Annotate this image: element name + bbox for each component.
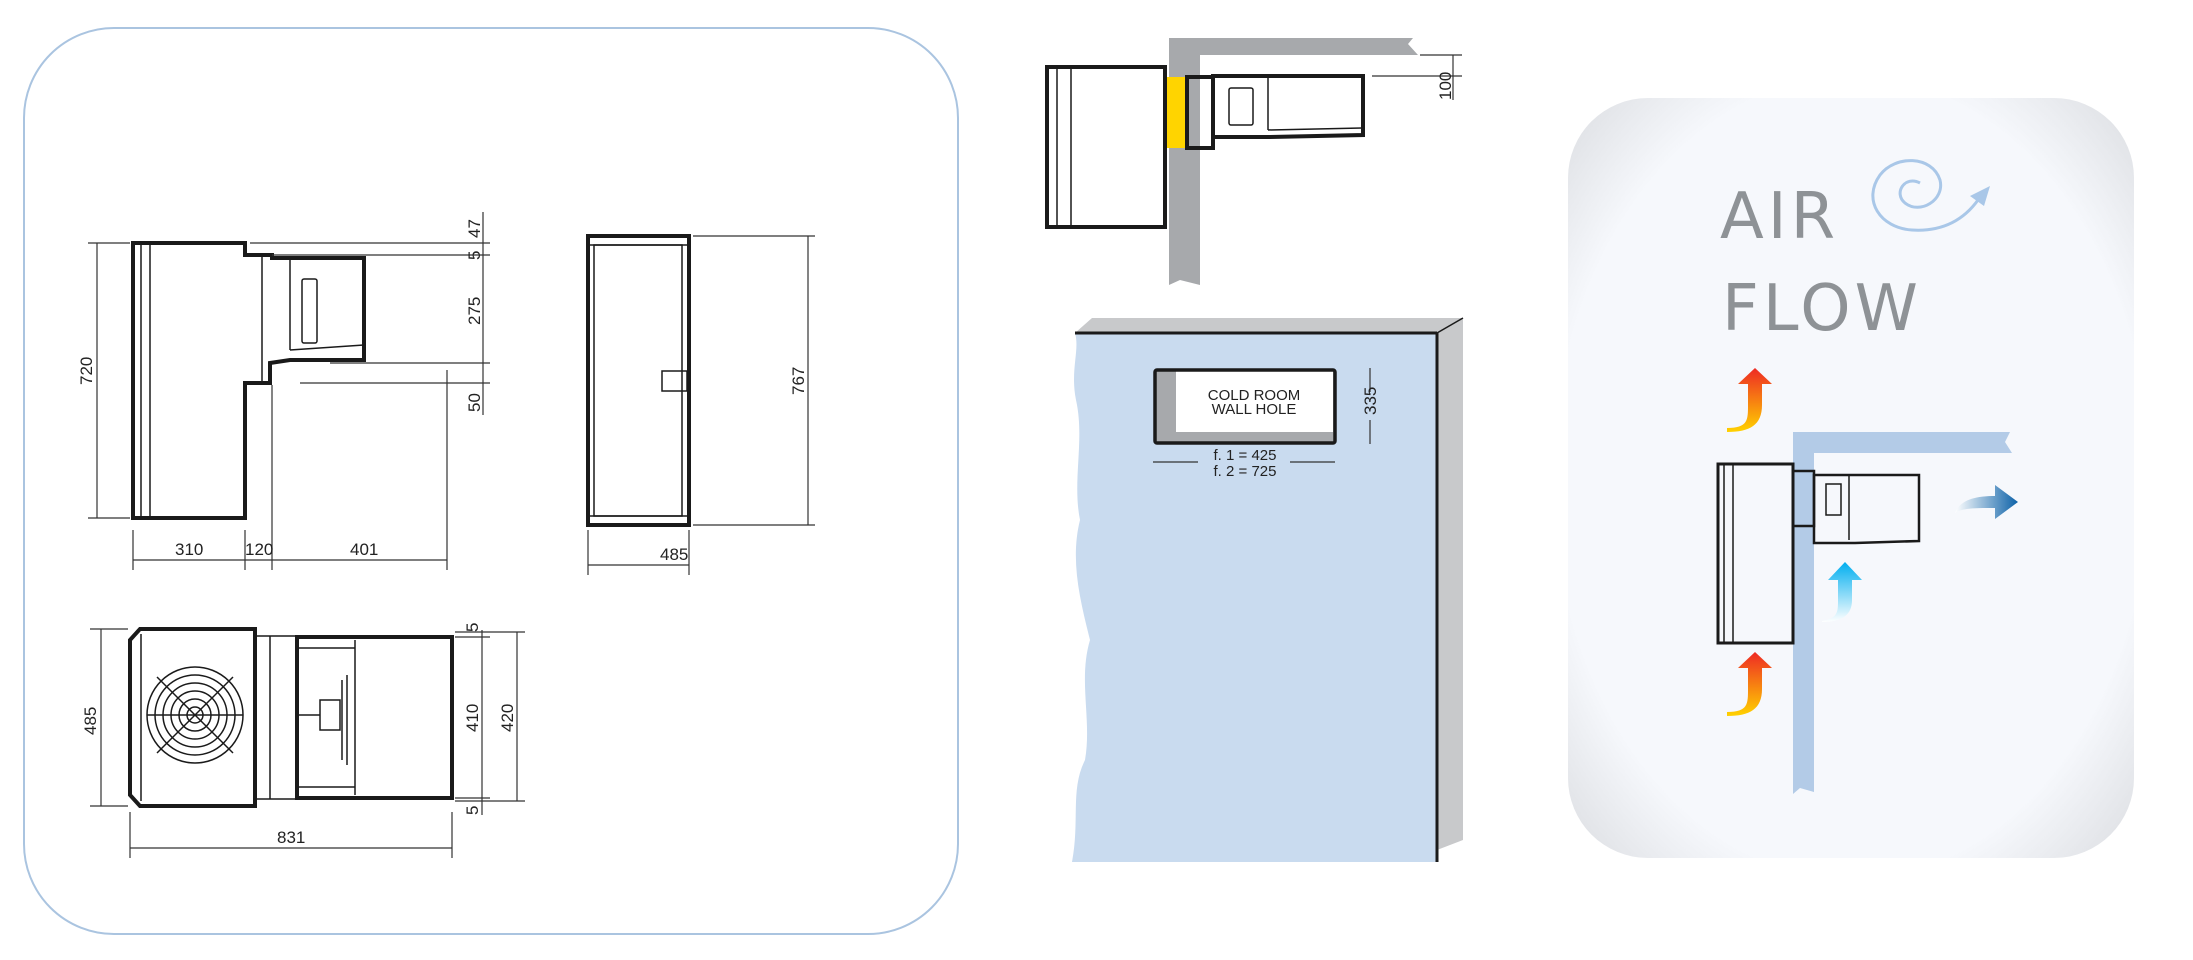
dim-335: 335 xyxy=(1361,387,1380,415)
airflow-title-line2: FLOW xyxy=(1722,272,1922,346)
dim-depth-401: 401 xyxy=(350,540,378,559)
dim-275: 275 xyxy=(465,297,484,325)
wall-mount-section: 100 xyxy=(1045,38,1462,285)
dim-47: 47 xyxy=(465,219,484,238)
cold-air-arrow-icon xyxy=(1955,485,2018,519)
dim-top-485: 485 xyxy=(81,707,100,735)
dimensions-panel xyxy=(23,27,959,935)
dim-410: 410 xyxy=(463,704,482,732)
dim-5-top: 5 xyxy=(463,623,482,632)
top-view-drawing: 485 5 410 420 5 831 xyxy=(81,623,525,858)
warm-air-arrow-icon xyxy=(1727,652,1772,716)
wall-hole-drawing: COLD ROOM WALL HOLE 335 f. 1 = 425 f. 2 … xyxy=(1072,317,1464,862)
dim-50: 50 xyxy=(465,393,484,412)
warm-air-arrow-icon xyxy=(1727,368,1772,432)
airflow-panel: AIR FLOW xyxy=(1568,98,2134,858)
dim-5: 5 xyxy=(465,251,484,260)
dim-length-831: 831 xyxy=(277,828,305,847)
side-view-drawing: 720 310 120 401 47 5 275 50 xyxy=(77,212,490,570)
dim-depth-310: 310 xyxy=(175,540,203,559)
wall-hole-label-line1: COLD ROOM xyxy=(1208,387,1301,404)
dim-depth-120: 120 xyxy=(245,540,273,559)
dim-100: 100 xyxy=(1436,72,1455,100)
dim-width-485: 485 xyxy=(660,545,688,564)
fan-grille-icon xyxy=(146,666,244,764)
wall xyxy=(1169,38,1418,285)
airflow-title-line1: AIR xyxy=(1720,180,1839,254)
front-view-drawing: 767 485 xyxy=(586,234,815,575)
wall-hole-label-line2: WALL HOLE xyxy=(1212,401,1297,418)
dim-f2: f. 2 = 725 xyxy=(1214,463,1277,480)
dim-f1: f. 1 = 425 xyxy=(1214,447,1277,464)
swirl-icon xyxy=(1871,159,1990,232)
dim-height-767: 767 xyxy=(789,367,808,395)
dim-height-720: 720 xyxy=(77,357,96,385)
dim-5-bottom: 5 xyxy=(463,806,482,815)
dim-420: 420 xyxy=(498,704,517,732)
cold-air-arrow-icon xyxy=(1822,562,1862,622)
